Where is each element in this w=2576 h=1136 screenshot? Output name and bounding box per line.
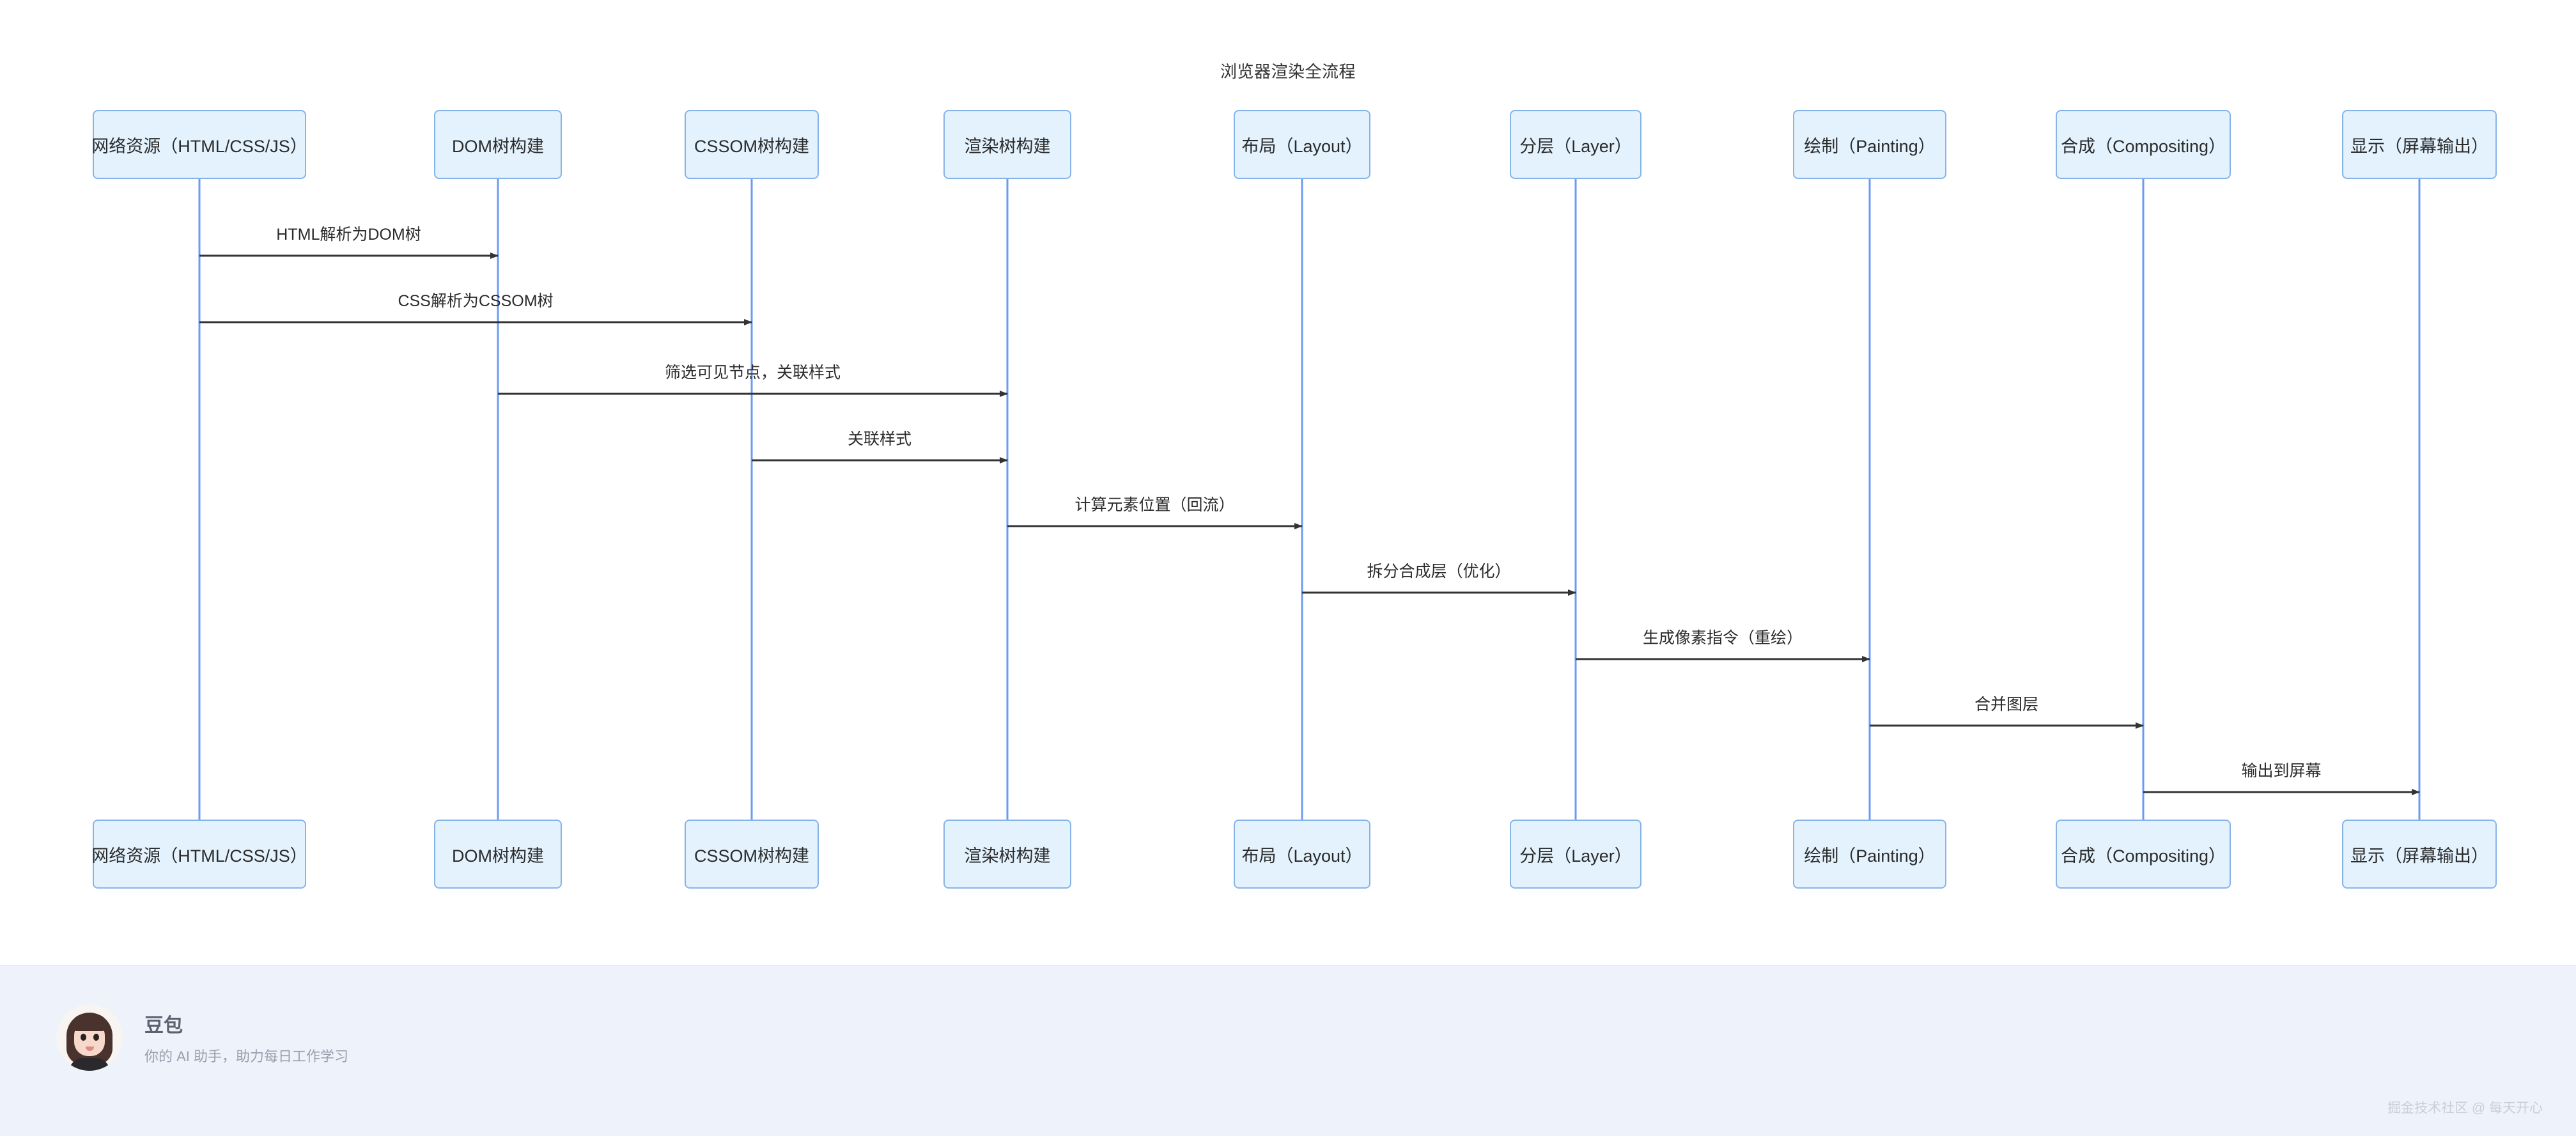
- participant-top-show[interactable]: 显示（屏幕输出）: [2342, 110, 2497, 179]
- watermark-text: 掘金技术社区 @ 每天开心: [2387, 1101, 2543, 1116]
- diagram-vector-layer: [198, 179, 2421, 820]
- message-label-7: 生成像素指令（重绘）: [1642, 629, 1803, 647]
- message-label-1: HTML解析为DOM树: [276, 226, 421, 244]
- participant-bottom-render[interactable]: 渲染树构建: [943, 820, 1071, 889]
- participant-bottom-layer[interactable]: 分层（Layer）: [1510, 820, 1641, 889]
- participant-bottom-comp[interactable]: 合成（Compositing）: [2056, 820, 2231, 889]
- participant-top-layout[interactable]: 布局（Layout）: [1234, 110, 1370, 179]
- participant-bottom-layout[interactable]: 布局（Layout）: [1234, 820, 1370, 889]
- message-label-6: 拆分合成层（优化）: [1367, 563, 1511, 580]
- participant-bottom-cssom[interactable]: CSSOM树构建: [685, 820, 819, 889]
- participant-bottom-dom[interactable]: DOM树构建: [434, 820, 562, 889]
- participant-top-layer[interactable]: 分层（Layer）: [1510, 110, 1641, 179]
- avatar-illustration-icon: [56, 1004, 123, 1071]
- participant-top-net[interactable]: 网络资源（HTML/CSS/JS）: [91, 110, 307, 179]
- lifelines-group: [198, 179, 2421, 820]
- message-label-4: 关联样式: [847, 430, 912, 448]
- message-label-2: CSS解析为CSSOM树: [398, 292, 554, 310]
- message-arrows-group: [199, 253, 2420, 795]
- participant-bottom-net[interactable]: 网络资源（HTML/CSS/JS）: [91, 820, 307, 889]
- message-label-8: 合并图层: [1974, 696, 2039, 713]
- message-label-5: 计算元素位置（回流）: [1075, 496, 1235, 514]
- brand-name: 豆包: [144, 1015, 183, 1036]
- message-label-9: 输出到屏幕: [2241, 762, 2322, 780]
- brand-tagline: 你的 AI 助手，助力每日工作学习: [144, 1048, 349, 1064]
- participant-bottom-show[interactable]: 显示（屏幕输出）: [2342, 820, 2497, 889]
- footer-band: 豆包 你的 AI 助手，助力每日工作学习 掘金技术社区 @ 每天开心: [0, 965, 2576, 1136]
- message-label-3: 筛选可见节点，关联样式: [664, 364, 841, 382]
- participant-bottom-paint[interactable]: 绘制（Painting）: [1793, 820, 1946, 889]
- participant-top-render[interactable]: 渲染树构建: [943, 110, 1071, 179]
- participant-top-dom[interactable]: DOM树构建: [434, 110, 562, 179]
- sequence-diagram-canvas: 浏览器渲染全流程 网络资源（HTML/CSS/JS） DOM树构建 CSSOM树构建…: [91, 62, 2497, 889]
- brand-block: 豆包 你的 AI 助手，助力每日工作学习: [56, 1004, 348, 1071]
- participant-top-cssom[interactable]: CSSOM树构建: [685, 110, 819, 179]
- participant-top-paint[interactable]: 绘制（Painting）: [1793, 110, 1946, 179]
- participant-top-comp[interactable]: 合成（Compositing）: [2056, 110, 2231, 179]
- diagram-title: 浏览器渲染全流程: [1220, 62, 1356, 81]
